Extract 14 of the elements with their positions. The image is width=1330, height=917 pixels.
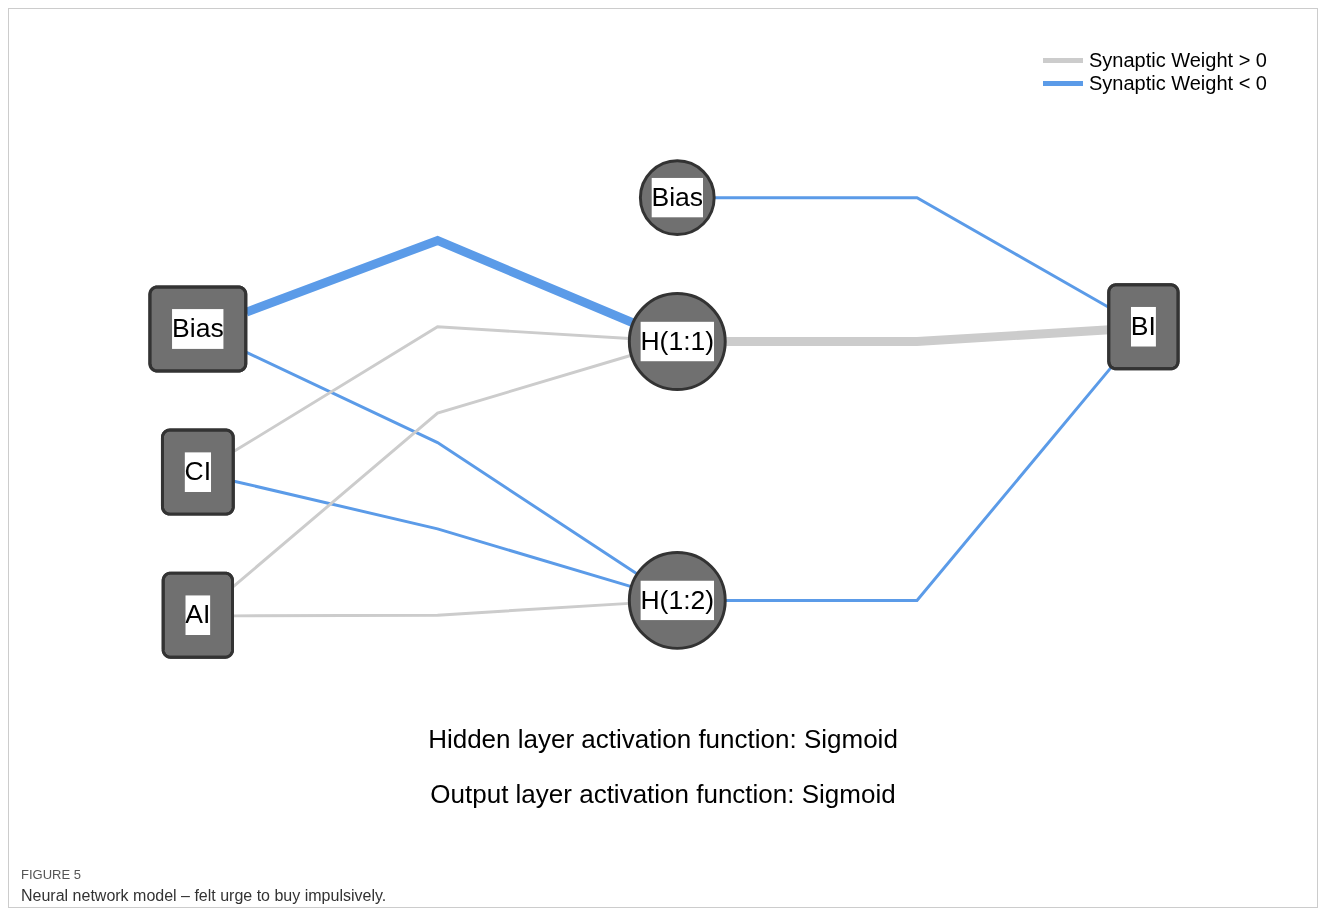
note-text: Output layer activation function: Sigmoid	[429, 779, 897, 810]
legend-text: Synaptic Weight > 0	[1088, 49, 1267, 72]
connector	[245, 235, 635, 327]
figure-number: FIGURE 5	[21, 867, 81, 882]
connector	[233, 325, 630, 453]
node-circle: Bias	[638, 159, 716, 237]
caption: Neural network model – felt urge to buy impulsively.	[21, 887, 387, 905]
connector	[233, 601, 630, 618]
connector	[233, 479, 632, 589]
legend-text: Synaptic Weight < 0	[1088, 72, 1267, 95]
note-text: Hidden layer activation function: Sigmoid	[427, 724, 899, 755]
connector	[725, 366, 1113, 602]
node-circle: H(1:2)	[627, 551, 727, 650]
node-circle: H(1:1)	[627, 292, 727, 391]
